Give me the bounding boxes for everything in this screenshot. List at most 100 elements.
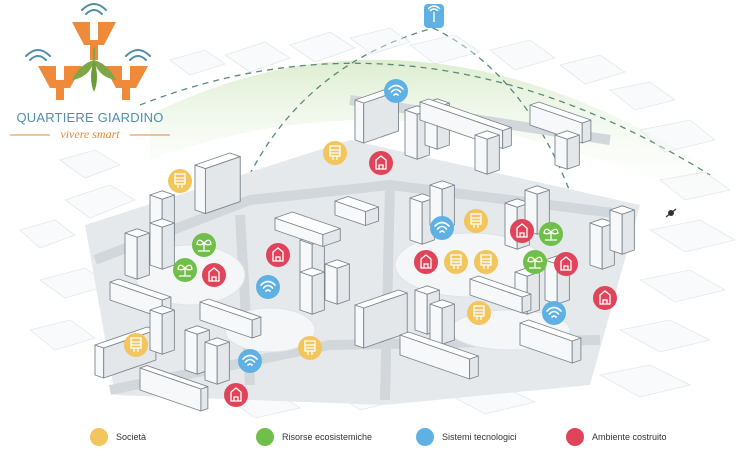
- building-tower: [566, 134, 580, 170]
- society-marker-east-2[interactable]: [444, 250, 468, 274]
- legend-label-society: Società: [116, 432, 147, 442]
- logo-title: QUARTIERE GIARDINO: [16, 110, 164, 125]
- built-marker-center[interactable]: [266, 243, 290, 267]
- ecosystem-marker-west-2[interactable]: [173, 258, 197, 282]
- building-slab: [109, 278, 172, 301]
- building-slab: [194, 164, 206, 215]
- building-tower: [204, 337, 230, 347]
- society-marker-southwest[interactable]: [124, 333, 148, 357]
- building-tower: [609, 205, 635, 215]
- built-marker-east-1-circle[interactable]: [414, 250, 438, 274]
- building-slab: [94, 344, 105, 379]
- society-marker-east-3[interactable]: [474, 250, 498, 274]
- building-slab: [469, 355, 479, 380]
- logo: QUARTIERE GIARDINO vivere smart: [0, 0, 175, 142]
- built-marker-east-2-circle[interactable]: [510, 219, 534, 243]
- built-marker-west[interactable]: [202, 263, 226, 287]
- society-marker-east-1[interactable]: [464, 209, 488, 233]
- wifi-marker-east-2[interactable]: [542, 301, 566, 325]
- wifi-icon: [242, 354, 258, 366]
- building-tower: [184, 325, 210, 335]
- logo-subtitle-text: vivere smart: [60, 127, 120, 141]
- person-icon: [329, 145, 341, 160]
- building-icon: [420, 254, 432, 269]
- building-tower: [299, 267, 325, 277]
- building-slab: [419, 98, 512, 131]
- wifi-marker-north-circle[interactable]: [384, 79, 408, 103]
- building-tower: [216, 341, 230, 385]
- building-tower: [149, 222, 163, 270]
- building-slab: [469, 275, 532, 298]
- person-icon: [480, 254, 492, 269]
- building-tower: [429, 303, 443, 345]
- logo-subtitle: vivere smart: [10, 127, 170, 142]
- building-tower: [404, 109, 418, 160]
- society-marker-east-4[interactable]: [467, 301, 491, 325]
- built-marker-center-circle[interactable]: [266, 243, 290, 267]
- wifi-icon: [388, 84, 404, 96]
- ecosystem-marker-east-2[interactable]: [539, 222, 563, 246]
- society-marker-south[interactable]: [298, 336, 322, 360]
- legend-label-ecosystem: Risorse ecosistemiche: [282, 432, 373, 442]
- society-marker-west[interactable]: [168, 169, 192, 193]
- person-icon: [470, 213, 482, 228]
- wifi-marker-south-circle[interactable]: [238, 349, 262, 373]
- wifi-marker-south[interactable]: [238, 349, 262, 373]
- society-marker-north[interactable]: [323, 141, 347, 165]
- building-icon: [230, 387, 242, 402]
- built-marker-south-circle[interactable]: [224, 383, 248, 407]
- compass-icon: [665, 208, 677, 218]
- wifi-marker-center[interactable]: [256, 275, 280, 299]
- legend-label-built: Ambiente costruito: [592, 432, 667, 442]
- building-tower: [486, 134, 500, 175]
- wifi-icon: [260, 280, 276, 292]
- built-marker-east-2[interactable]: [510, 219, 534, 243]
- plant-icon: [177, 264, 193, 277]
- legend-item-tech: Sistemi tecnologici: [416, 428, 517, 446]
- person-icon: [174, 173, 186, 188]
- building-slab: [581, 119, 592, 144]
- building-slab: [199, 298, 262, 321]
- plant-icon: [527, 256, 543, 269]
- wifi-marker-east-1-circle[interactable]: [430, 216, 454, 240]
- building-slab: [571, 337, 582, 364]
- legend-dot-built: [566, 428, 584, 446]
- built-marker-north-circle[interactable]: [369, 151, 393, 175]
- legend-item-built: Ambiente costruito: [566, 428, 667, 446]
- plant-icon: [196, 239, 212, 252]
- plant-icon: [543, 228, 559, 241]
- person-icon: [473, 305, 485, 320]
- built-marker-south[interactable]: [224, 383, 248, 407]
- building-slab: [139, 365, 209, 390]
- ecosystem-marker-west[interactable]: [192, 233, 216, 257]
- building-tower: [414, 285, 440, 295]
- wifi-marker-east-1[interactable]: [430, 216, 454, 240]
- building-tower: [311, 271, 325, 315]
- built-marker-east-3[interactable]: [554, 252, 578, 276]
- building-icon: [375, 155, 387, 170]
- legend-dot-tech: [416, 428, 434, 446]
- built-marker-east-4[interactable]: [593, 286, 617, 310]
- building-tower: [621, 209, 635, 255]
- legend-dot-ecosystem: [256, 428, 274, 446]
- building-tower: [609, 209, 623, 255]
- building-icon: [208, 267, 220, 282]
- built-marker-east-3-circle[interactable]: [554, 252, 578, 276]
- building-tower: [136, 232, 150, 280]
- wifi-marker-east-2-circle[interactable]: [542, 301, 566, 325]
- building-slab: [354, 289, 408, 309]
- coverage-arc-outer: [139, 62, 711, 176]
- wifi-marker-center-circle[interactable]: [256, 275, 280, 299]
- built-marker-west-circle[interactable]: [202, 263, 226, 287]
- legend-label-tech: Sistemi tecnologici: [442, 432, 517, 442]
- building-tower: [336, 263, 350, 305]
- wifi-icon: [546, 306, 562, 318]
- wifi-marker-north[interactable]: [384, 79, 408, 103]
- built-marker-east-1[interactable]: [414, 250, 438, 274]
- built-marker-north[interactable]: [369, 151, 393, 175]
- ecosystem-marker-east-1[interactable]: [523, 250, 547, 274]
- person-icon: [450, 254, 462, 269]
- building-slab: [200, 386, 209, 412]
- built-marker-east-4-circle[interactable]: [593, 286, 617, 310]
- building-tower: [149, 305, 175, 315]
